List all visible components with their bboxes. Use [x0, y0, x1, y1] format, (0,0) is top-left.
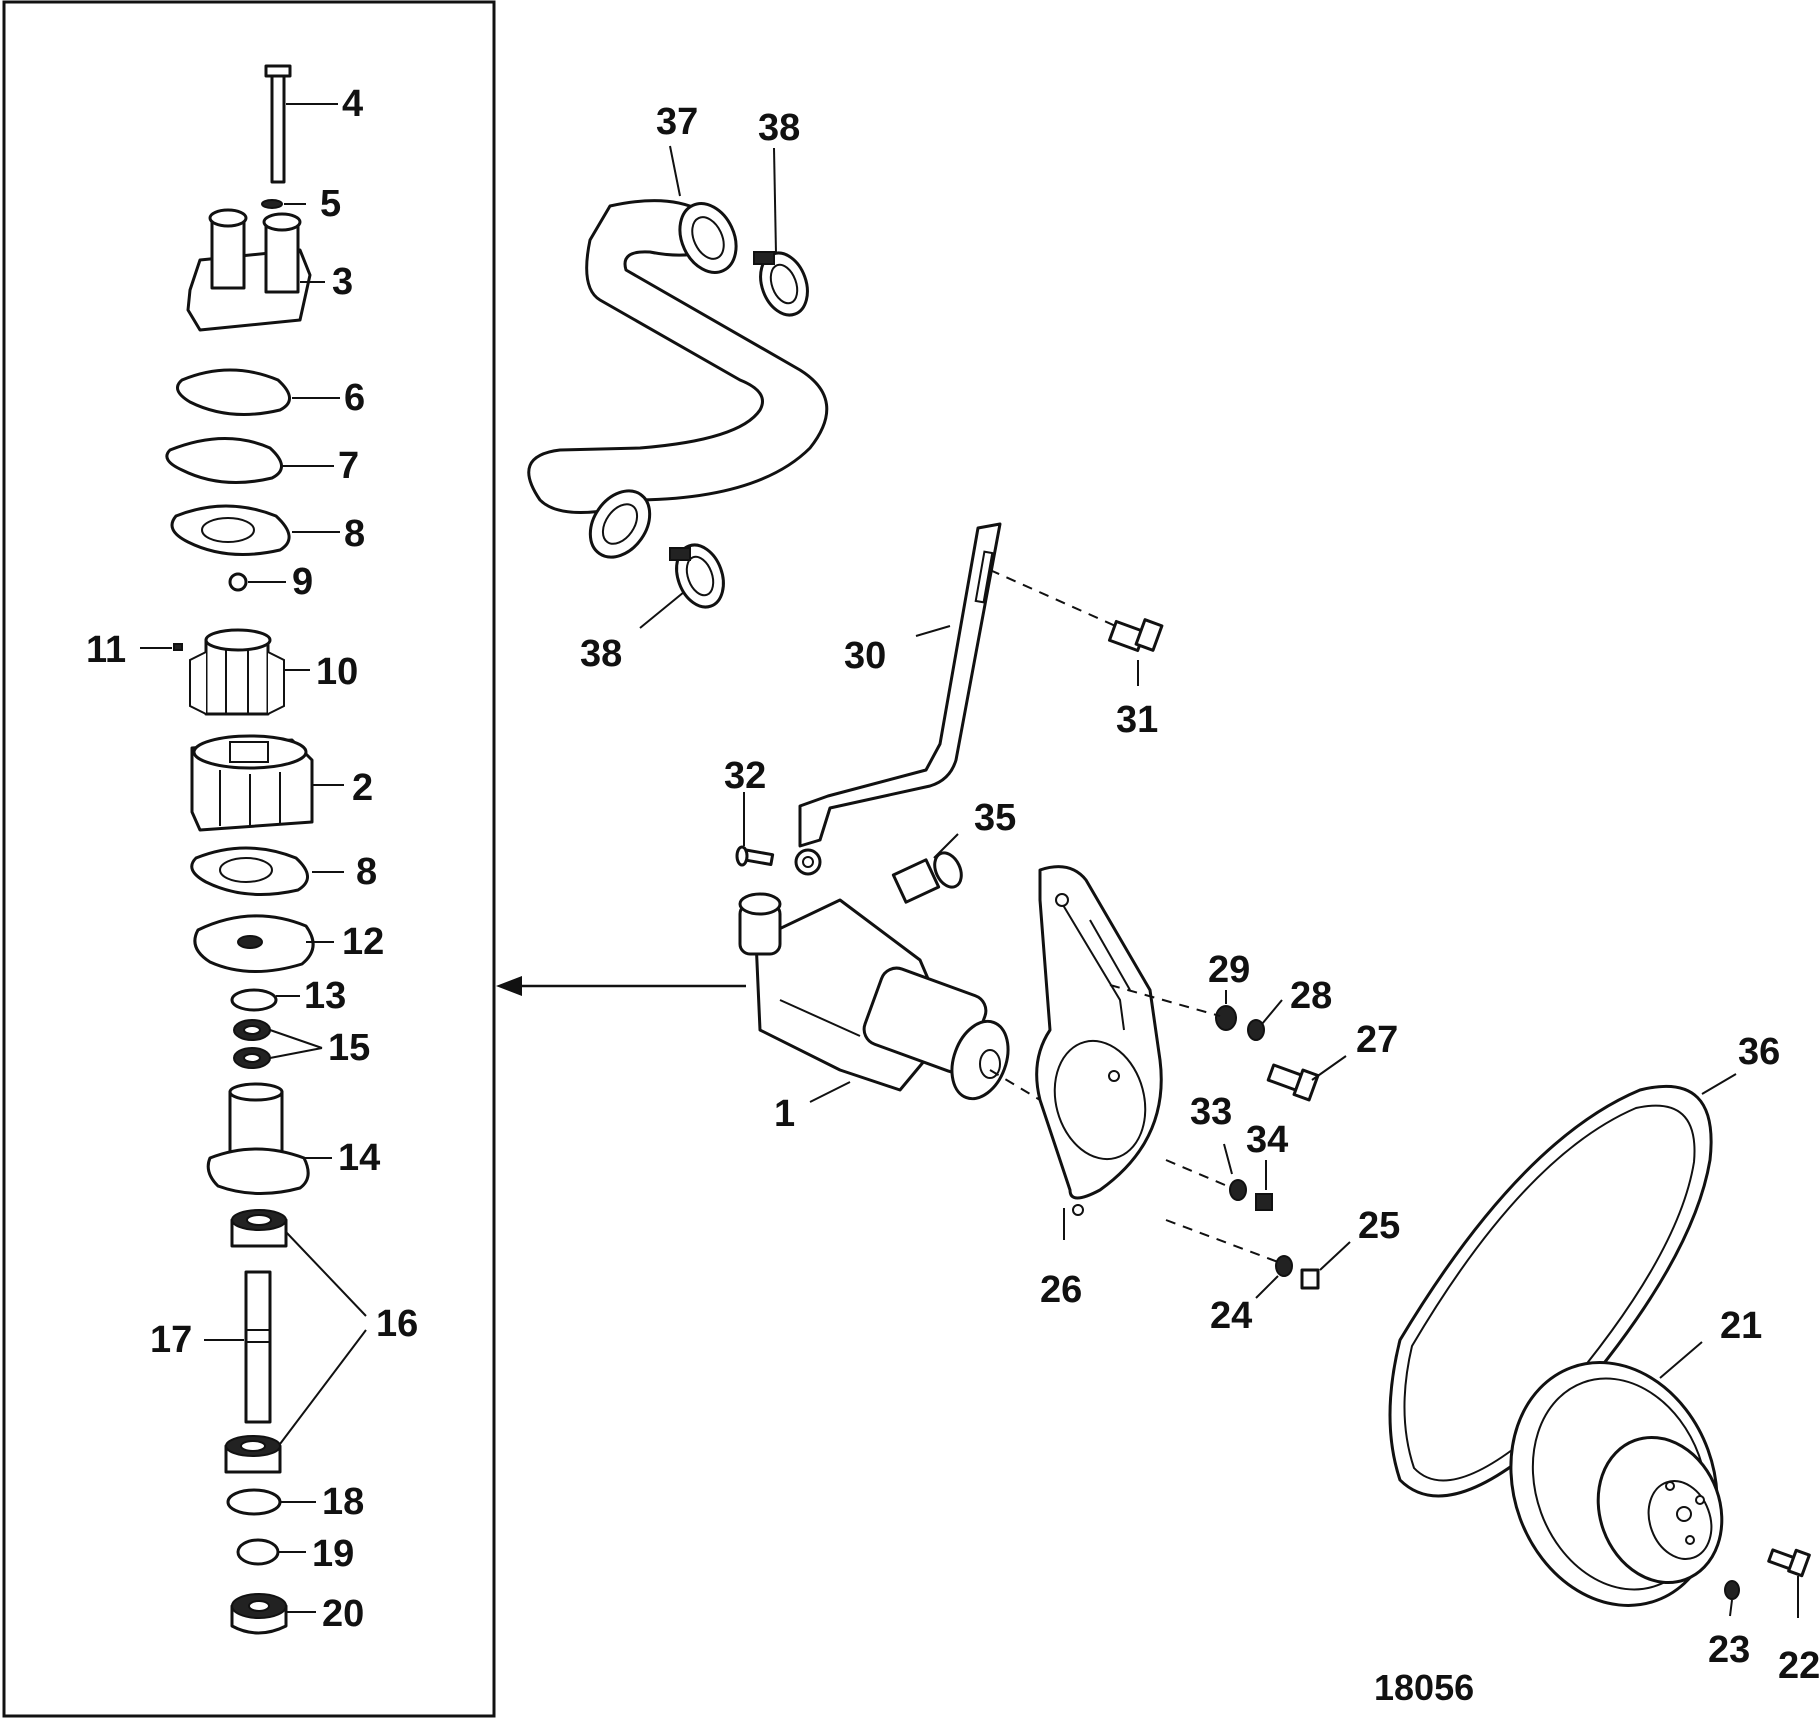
- part-34-nut: [1255, 1193, 1273, 1211]
- callout-1: 1: [774, 1093, 795, 1135]
- callout-30: 30: [844, 635, 886, 677]
- part-12-plate: [193, 914, 315, 973]
- callout-28: 28: [1290, 975, 1332, 1017]
- part-37-hose: [527, 199, 829, 559]
- part-19-washer: [236, 1538, 280, 1566]
- callout-34: 34: [1246, 1119, 1288, 1161]
- inset-leaders: [140, 103, 367, 1613]
- part-6-gasket: [176, 368, 291, 416]
- part-30-bracket: [794, 522, 1002, 876]
- part-31-bolt: [1107, 618, 1164, 653]
- callout-8-bottom: 8: [356, 851, 377, 893]
- callout-16: 16: [376, 1303, 418, 1345]
- callout-14: 14: [338, 1137, 380, 1179]
- dash-plate-33: [1165, 1159, 1233, 1189]
- part-29-washer: [1215, 1005, 1237, 1031]
- callout-37: 37: [656, 101, 698, 143]
- part-1-water-pump: [738, 892, 1010, 1101]
- callout-19: 19: [312, 1533, 354, 1575]
- part-26-mounting-plate: [1035, 865, 1163, 1216]
- callout-11: 11: [86, 629, 126, 671]
- part-36-belt: [1388, 1084, 1713, 1498]
- dash-plate-24: [1165, 1219, 1279, 1263]
- part-4-bolt: [264, 64, 292, 184]
- part-27-bolt: [1266, 1063, 1320, 1102]
- callout-6: 6: [344, 377, 365, 419]
- part-14-bearing-housing: [206, 1082, 310, 1195]
- callout-24: 24: [1210, 1295, 1252, 1337]
- callout-27: 27: [1356, 1019, 1398, 1061]
- part-5-washer: [261, 199, 283, 209]
- inset-parts: [165, 64, 315, 1635]
- callout-29: 29: [1208, 949, 1250, 991]
- callout-36: 36: [1738, 1031, 1780, 1073]
- callout-25: 25: [1358, 1205, 1400, 1247]
- part-38-clamp-top: [753, 251, 809, 317]
- callout-4: 4: [342, 83, 363, 125]
- callout-8-top: 8: [344, 513, 365, 555]
- part-32-pin: [735, 845, 775, 867]
- part-18-o-ring: [226, 1488, 282, 1516]
- callout-33: 33: [1190, 1091, 1232, 1133]
- callout-3: 3: [332, 261, 353, 303]
- part-11-pin: [173, 643, 183, 651]
- part-21-pulley: [1509, 1361, 1724, 1607]
- part-24-washer: [1275, 1255, 1293, 1277]
- part-35-fitting: [891, 851, 963, 904]
- callout-38-bottom: 38: [580, 633, 622, 675]
- callout-26: 26: [1040, 1269, 1082, 1311]
- inset-frame: [2, 0, 496, 1718]
- part-17-shaft: [244, 1270, 272, 1424]
- callout-labels: 4 5 3 6 7 8 9 11 10 2 8 12 13 15 14 16 1…: [86, 83, 1820, 1708]
- part-25-nut: [1300, 1268, 1320, 1290]
- dash-pump-plate: [989, 1069, 1041, 1101]
- callout-35: 35: [974, 797, 1016, 839]
- part-23-lockwasher: [1724, 1580, 1740, 1600]
- detail-arrow: [496, 976, 746, 996]
- callout-38-top: 38: [758, 107, 800, 149]
- callout-10: 10: [316, 651, 358, 693]
- callout-15: 15: [328, 1027, 370, 1069]
- dash-plate-29: [1109, 984, 1221, 1017]
- callout-5: 5: [320, 183, 341, 225]
- part-28-lockwasher: [1247, 1019, 1265, 1041]
- callout-20: 20: [322, 1593, 364, 1635]
- reference-number: 18056: [1374, 1667, 1474, 1708]
- callout-2: 2: [352, 767, 373, 809]
- callout-21: 21: [1720, 1305, 1762, 1347]
- callout-32: 32: [724, 755, 766, 797]
- callout-12: 12: [342, 921, 384, 963]
- part-7-plate: [165, 436, 283, 484]
- callout-31: 31: [1116, 699, 1158, 741]
- callout-13: 13: [304, 975, 346, 1017]
- part-38-clamp-bottom: [669, 543, 725, 609]
- part-10-impeller: [189, 628, 285, 716]
- dash-30-31: [989, 569, 1121, 629]
- part-22-bolt: [1767, 1548, 1811, 1578]
- callout-22: 22: [1778, 1645, 1820, 1687]
- part-33-washer: [1229, 1179, 1247, 1201]
- part-2-housing: [190, 734, 314, 832]
- part-16-bearing-top: [230, 1209, 288, 1248]
- callout-9: 9: [292, 561, 313, 603]
- part-9-key: [228, 572, 248, 592]
- part-13-o-ring: [230, 988, 278, 1012]
- part-20-seal-cup: [230, 1593, 288, 1635]
- main-leaders: [639, 145, 1799, 1618]
- part-16-bearing-bottom: [224, 1435, 282, 1474]
- callout-17: 17: [150, 1319, 192, 1361]
- callout-7: 7: [338, 445, 359, 487]
- part-3-cover: [186, 208, 312, 332]
- callout-23: 23: [1708, 1629, 1750, 1671]
- callout-18: 18: [322, 1481, 364, 1523]
- part-15-seals: [233, 1019, 271, 1069]
